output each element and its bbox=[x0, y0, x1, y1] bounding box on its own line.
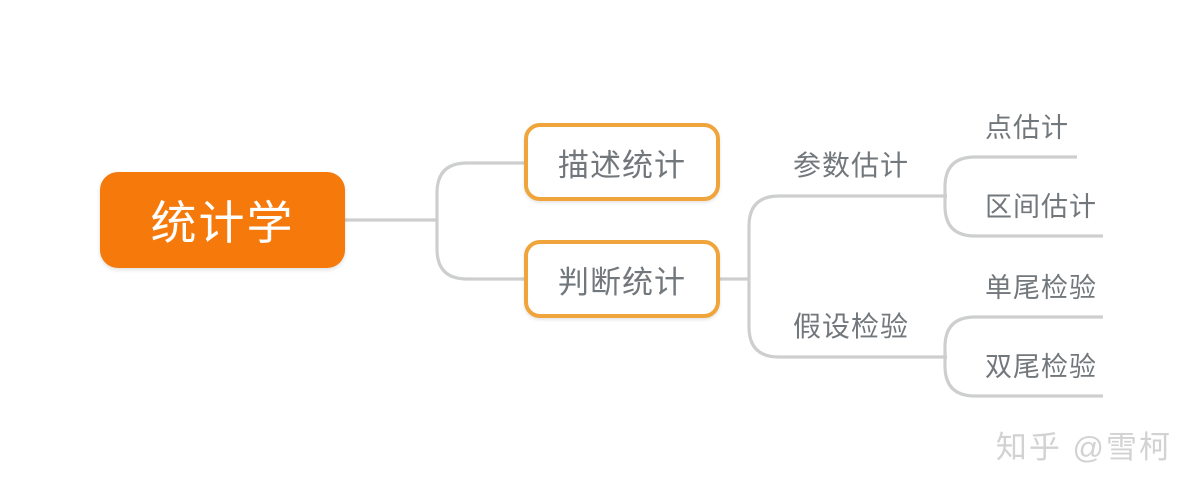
node-two-tailed-test[interactable]: 双尾检验 bbox=[985, 352, 1097, 382]
connector-estimation-to-leaves bbox=[943, 155, 1103, 238]
connector-root-to-level1 bbox=[435, 161, 524, 281]
connector-hypothesis-to-leaves bbox=[943, 315, 1103, 398]
node-one-tailed-test[interactable]: 单尾检验 bbox=[985, 273, 1097, 303]
node-point-estimation[interactable]: 点估计 bbox=[985, 113, 1069, 143]
node-inferential-statistics[interactable]: 判断统计 bbox=[524, 240, 720, 318]
node-inferential-label: 判断统计 bbox=[558, 264, 686, 300]
node-root-label: 统计学 bbox=[150, 197, 295, 249]
node-root-statistics[interactable]: 统计学 bbox=[100, 172, 345, 268]
node-descriptive-statistics[interactable]: 描述统计 bbox=[524, 123, 720, 201]
node-interval-estimation[interactable]: 区间估计 bbox=[985, 192, 1097, 222]
node-descriptive-label: 描述统计 bbox=[558, 147, 686, 183]
connector-inferential-to-level2 bbox=[747, 194, 947, 359]
node-parameter-estimation[interactable]: 参数估计 bbox=[792, 150, 909, 181]
watermark-zhihu: 知乎 @雪柯 bbox=[995, 430, 1172, 465]
node-hypothesis-testing[interactable]: 假设检验 bbox=[792, 311, 909, 342]
